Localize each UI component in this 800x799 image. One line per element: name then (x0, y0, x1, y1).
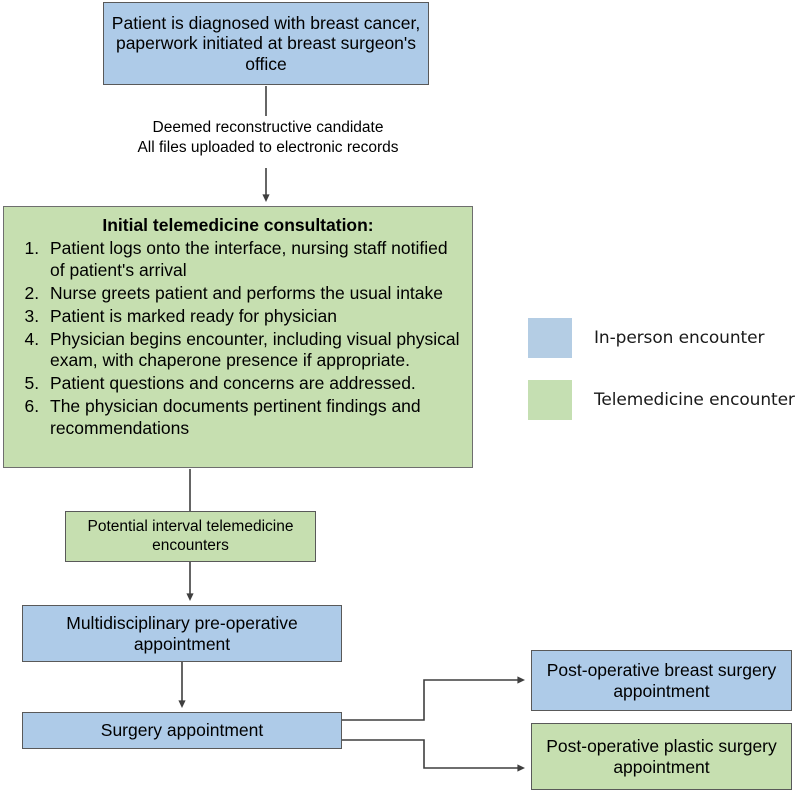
consultation-step: The physician documents pertinent findin… (44, 396, 462, 440)
node-preoperative-appointment[interactable]: Multidisciplinary pre-operative appointm… (22, 605, 342, 662)
connector-surgery-to-postop-plastic (342, 739, 526, 772)
node-interval-telemedicine-encounters[interactable]: Potential interval telemedicine encounte… (65, 511, 316, 562)
legend: In-person encounter Telemedicine encount… (528, 318, 795, 442)
node-interval-label: Potential interval telemedicine encounte… (87, 518, 294, 554)
legend-item-in-person: In-person encounter (528, 318, 795, 358)
node-postoperative-breast-label: Post-operative breast surgery appointmen… (546, 659, 777, 701)
node-postoperative-breast-surgery[interactable]: Post-operative breast surgery appointmen… (531, 650, 792, 711)
connector-surgery-to-postop-breast (342, 676, 526, 721)
consultation-step: Patient questions and concerns are addre… (44, 373, 462, 395)
consultation-step: Physician begins encounter, including vi… (44, 329, 462, 373)
node-postoperative-plastic-label: Post-operative plastic surgery appointme… (546, 735, 777, 777)
consultation-step: Patient logs onto the interface, nursing… (44, 238, 462, 282)
legend-item-telemedicine: Telemedicine encounter (528, 380, 795, 420)
node-postoperative-plastic-surgery[interactable]: Post-operative plastic surgery appointme… (531, 723, 792, 790)
edge-label-diagnosis-to-consultation: Deemed reconstructive candidate All file… (103, 118, 433, 159)
edge-label-line-1: Deemed reconstructive candidate (152, 119, 384, 136)
consultation-step-list: Patient logs onto the interface, nursing… (10, 238, 466, 440)
telemedicine-swatch-icon (528, 380, 572, 420)
edge-label-line-2: All files uploaded to electronic records (137, 139, 399, 157)
node-diagnosis-label: Patient is diagnosed with breast cancer,… (111, 12, 421, 74)
consultation-step: Patient is marked ready for physician (44, 306, 462, 328)
node-diagnosis[interactable]: Patient is diagnosed with breast cancer,… (103, 2, 429, 85)
legend-item-in-person-label: In-person encounter (594, 328, 765, 348)
node-surgery-label: Surgery appointment (100, 720, 264, 741)
in-person-swatch-icon (528, 318, 572, 358)
legend-item-telemedicine-label: Telemedicine encounter (594, 390, 795, 410)
node-initial-telemedicine-consultation[interactable]: Initial telemedicine consultation: Patie… (3, 206, 473, 468)
node-preoperative-label: Multidisciplinary pre-operative appointm… (66, 612, 298, 654)
node-surgery-appointment[interactable]: Surgery appointment (22, 712, 342, 749)
consultation-step: Nurse greets patient and performs the us… (44, 283, 462, 305)
consultation-heading: Initial telemedicine consultation: (102, 215, 374, 235)
